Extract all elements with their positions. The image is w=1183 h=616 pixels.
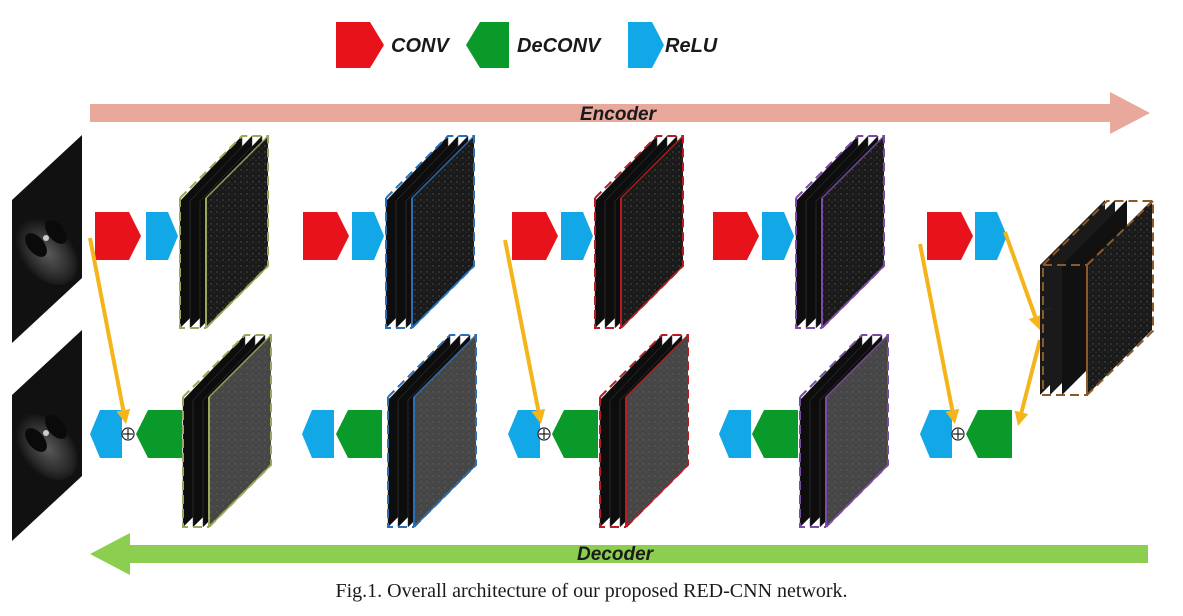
deconv-block	[336, 410, 382, 458]
feature-stack-8	[799, 334, 889, 528]
sum-node-icon	[951, 427, 965, 441]
relu-block	[920, 410, 952, 458]
relu-block	[561, 212, 593, 260]
feature-stack-1	[179, 135, 269, 329]
deconv-legend-icon	[466, 22, 509, 68]
skip-connection-arrow	[1003, 231, 1042, 330]
feature-stack-5	[182, 334, 272, 528]
svg-text:···: ···	[1040, 301, 1052, 315]
input-ct-image	[12, 135, 82, 343]
conv-legend-label: CONV	[391, 35, 450, 57]
deconv-block	[752, 410, 798, 458]
conv-block	[927, 212, 973, 260]
relu-block	[352, 212, 384, 260]
skip-connection-arrow	[503, 239, 546, 424]
sum-node-icon	[537, 427, 551, 441]
relu-block	[762, 212, 794, 260]
skip-connection-arrow	[1014, 339, 1042, 426]
relu-legend-icon	[628, 22, 664, 68]
relu-block	[146, 212, 178, 260]
decoder-label: Decoder	[577, 544, 655, 565]
sum-node-icon	[121, 427, 135, 441]
relu-block	[975, 212, 1007, 260]
conv-block	[713, 212, 759, 260]
feature-stack-2	[385, 135, 475, 329]
decoder-arrow: Decoder	[90, 533, 1148, 575]
deconv-legend-label: DeCONV	[517, 35, 602, 57]
encoder-label: Encoder	[580, 104, 658, 125]
relu-block	[719, 410, 751, 458]
feature-stack-3	[594, 135, 684, 329]
relu-block	[90, 410, 122, 458]
relu-block	[508, 410, 540, 458]
conv-legend-icon	[336, 22, 384, 68]
legend: CONV DeCONV ReLU	[336, 22, 718, 68]
feature-stack-4	[795, 135, 885, 329]
conv-block	[303, 212, 349, 260]
deconv-block	[966, 410, 1012, 458]
conv-block	[512, 212, 558, 260]
encoder-arrow: Encoder	[90, 92, 1150, 134]
relu-legend-label: ReLU	[665, 35, 718, 57]
feature-stack-7	[599, 334, 689, 528]
deconv-block	[552, 410, 598, 458]
bottleneck-feature-stack: ···	[1040, 200, 1154, 396]
deconv-block	[136, 410, 182, 458]
relu-block	[302, 410, 334, 458]
feature-stack-6	[387, 334, 477, 528]
skip-connection-arrow	[918, 243, 960, 424]
skip-connection-arrow	[88, 237, 131, 424]
output-ct-image	[12, 330, 82, 541]
conv-block	[95, 212, 141, 260]
figure-caption: Fig.1. Overall architecture of our propo…	[335, 580, 848, 602]
